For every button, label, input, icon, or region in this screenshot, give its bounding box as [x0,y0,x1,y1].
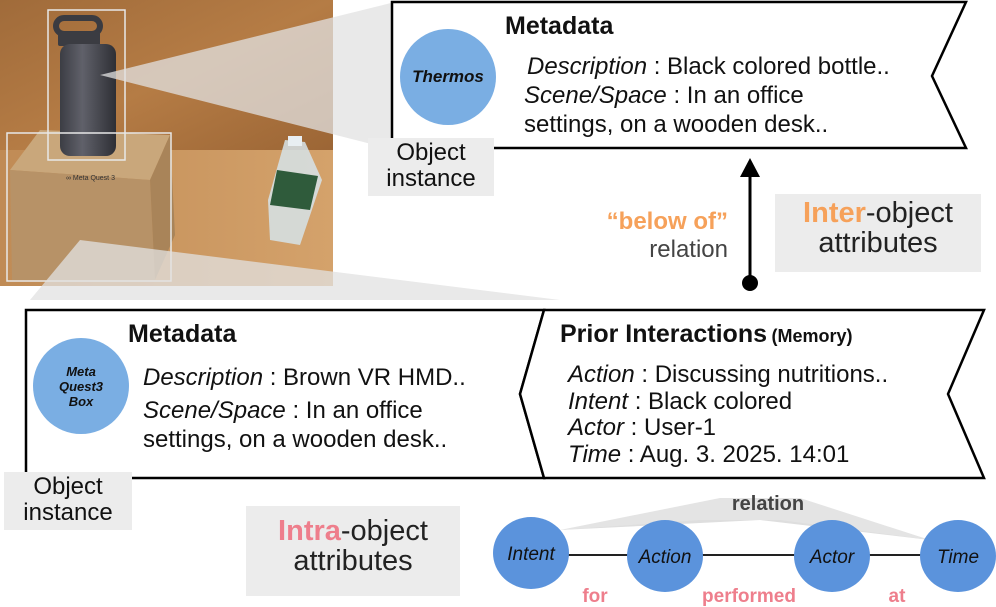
prior-actor-key: Actor [568,414,625,441]
obj-bottom-line2: instance [23,499,113,526]
bottom-scene-cont: settings, on a wooden desk.. [143,426,448,453]
obj-bottom-line1: Object [33,473,103,500]
prior-subtitle: (Memory) [771,326,853,346]
prior-intent-key: Intent [568,388,629,415]
top-scene-val: : In an office [666,82,804,109]
prior-action-val: : Discussing nutritions.. [634,361,889,388]
relation-word: relation [649,236,728,263]
bottom-scene: Scene/Space : In an office [143,396,423,425]
relation-fan-2 [560,498,930,540]
box-logo: ∞ Meta Quest 3 [66,175,115,182]
top-metadata-title: Metadata [505,12,614,40]
node-action-label: Action [638,547,692,568]
mqb-line3: Box [68,393,94,409]
intra-highlight: Intra [278,515,341,547]
prior-time-val: : Aug. 3. 2025. 14:01 [621,441,850,468]
prior-actor-val: : User-1 [624,414,717,441]
node-time: Time [920,520,996,592]
top-scene: Scene/Space : In an office [524,81,804,110]
scene-photo: ∞ Meta Quest 3 [0,0,333,286]
intra-rest: -object [340,515,428,547]
prior-row-action: Action : Discussing nutritions.. [568,360,888,389]
top-scene-cont: settings, on a wooden desk.. [524,111,829,138]
inter-highlight: Inter [803,197,866,229]
object-instance-label-top: Object instance [368,138,494,196]
bottom-description: Description : Brown VR HMD.. [143,363,466,392]
bottom-desc-key: Description [143,364,264,391]
object-instance-label-bottom: Object instance [4,472,132,530]
bottom-metadata-title: Metadata [128,320,237,348]
top-scene-key: Scene/Space [524,82,667,109]
edge-label-performed: performed [702,586,796,607]
prior-action-key: Action [568,361,635,388]
node-intent-label: Intent [507,544,555,565]
intra-line2: attributes [293,545,413,577]
edge-label-for: for [582,586,608,607]
prior-time-key: Time [568,441,622,468]
edge-label-at: at [889,586,907,607]
inter-object-attributes: Inter-object attributes [775,194,981,272]
mqb-line1: Meta [66,363,96,379]
meta-quest-box-circle: Meta Quest3 Box [33,338,129,434]
node-actor-label: Actor [809,547,855,568]
node-intent: Intent [493,517,569,589]
prior-row-actor: Actor : User-1 [568,413,716,442]
top-desc-val: : Black colored bottle.. [647,53,890,80]
prior-interactions-title: Prior Interactions (Memory) [560,320,852,349]
mqb-line2: Quest3 [58,378,104,394]
intra-object-attributes: Intra-object attributes [246,506,460,596]
thermos-label: Thermos [412,67,484,86]
inter-rest: -object [865,197,953,229]
inter-line2: attributes [818,227,938,259]
prior-row-intent: Intent : Black colored [568,387,792,416]
relation-label: “below of” relation [578,208,728,264]
node-action: Action [627,520,703,592]
relation-title: relation [732,493,804,515]
prior-row-time: Time : Aug. 3. 2025. 14:01 [568,440,849,469]
prior-title: Prior Interactions [560,320,767,348]
relation-quoted: “below of” [606,208,728,235]
obj-top-line1: Object [396,139,466,166]
top-desc-key: Description [527,53,648,80]
bottom-scene-key: Scene/Space [143,397,286,424]
bottom-scene-val: : In an office [285,397,423,424]
bottom-desc-val: : Brown VR HMD.. [263,364,466,391]
prior-intent-val: : Black colored [628,388,793,415]
node-time-label: Time [937,547,979,568]
obj-top-line2: instance [386,165,476,192]
thermos-circle: Thermos [400,29,496,125]
node-actor: Actor [794,520,870,592]
top-description: Description : Black colored bottle.. [527,52,890,81]
